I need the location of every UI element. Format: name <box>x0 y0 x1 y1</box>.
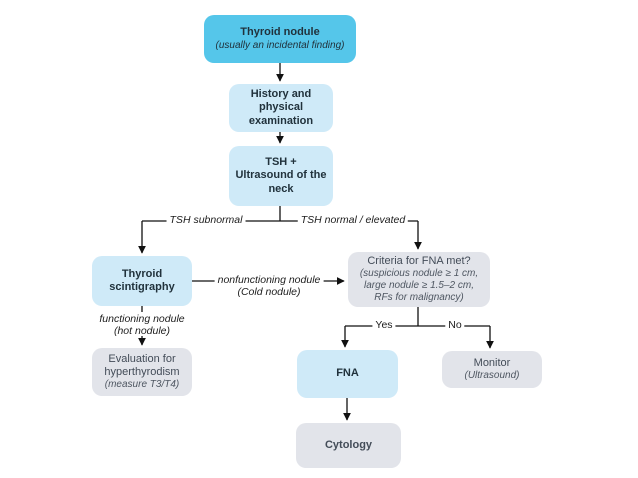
edge-label-tsh-subnormal: TSH subnormal <box>166 215 246 227</box>
node-title: Criteria for FNA met? <box>367 254 471 267</box>
node-tsh-ultrasound: TSH + Ultrasound of the neck <box>229 146 333 206</box>
node-cytology: Cytology <box>296 423 401 468</box>
node-thyroid-scintigraphy: Thyroid scintigraphy <box>92 256 192 306</box>
node-title: History and physical examination <box>248 88 314 127</box>
edge-label-yes: Yes <box>372 320 396 332</box>
node-subtitle: (usually an incidental finding) <box>215 39 345 51</box>
node-fna: FNA <box>297 350 398 398</box>
node-title: TSH + Ultrasound of the neck <box>235 156 327 195</box>
node-title: Monitor <box>473 356 511 369</box>
edge-label-hot-nodule: (hot nodule) <box>113 325 171 338</box>
edge-label-nonfunctioning-nodule: nonfunctioning nodule <box>214 275 324 287</box>
edge-label-tsh-normal-elevated: TSH normal / elevated <box>297 215 409 227</box>
edge-label-functioning-nodule-group: functioning nodule (hot nodule) <box>99 313 184 337</box>
node-subtitle: (measure T3/T4) <box>104 379 180 391</box>
node-thyroid-nodule: Thyroid nodule (usually an incidental fi… <box>204 15 356 63</box>
edge-label-cold-nodule: (Cold nodule) <box>237 286 301 299</box>
node-monitor: Monitor (Ultrasound) <box>442 351 542 388</box>
node-history-physical-exam: History and physical examination <box>229 84 333 132</box>
node-criteria-fna: Criteria for FNA met? (suspicious nodule… <box>348 252 490 307</box>
node-subtitle: (suspicious nodule ≥ 1 cm, large nodule … <box>359 267 479 304</box>
node-title: Thyroid nodule <box>240 26 320 39</box>
node-title: Cytology <box>324 438 373 451</box>
node-subtitle: (Ultrasound) <box>464 370 520 381</box>
edge-label-functioning-nodule: functioning nodule <box>99 313 185 325</box>
node-evaluation-hyperthyroidism: Evaluation for hyperthyrodism (measure T… <box>92 348 192 396</box>
node-title: Evaluation for hyperthyrodism <box>104 352 180 378</box>
node-title: FNA <box>336 367 359 380</box>
node-title: Thyroid scintigraphy <box>109 267 175 293</box>
edge-label-no: No <box>445 320 465 332</box>
